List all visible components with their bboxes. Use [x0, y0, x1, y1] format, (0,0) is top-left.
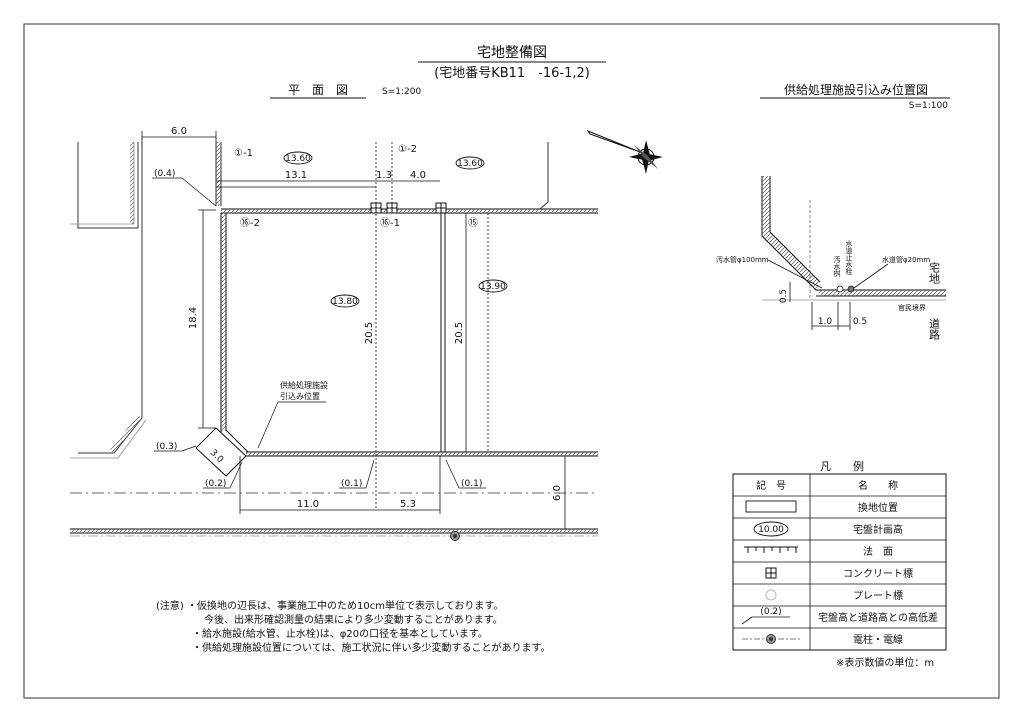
legend-utility-pole-icon: [742, 634, 800, 644]
diff-label-0-2: (0.2): [205, 479, 226, 489]
note-2: 今後、出来形確認測量の結果により多少変動することがあります。: [204, 615, 503, 626]
detail-dim-1: 0.5: [779, 289, 789, 303]
legend-col-name: 名 称: [858, 479, 898, 492]
diff-label-0-1-a: (0.1): [341, 479, 362, 489]
slope-strip: [130, 142, 134, 224]
sheet-border: [23, 23, 1000, 699]
note-1: ・仮換地の辺長は、事業施工中のため10cm単位で表示しております。: [187, 601, 504, 612]
dim-11-0: 11.0: [297, 499, 319, 510]
legend-item-name: プレート標: [853, 589, 903, 602]
lot-label-1-2: ①-2: [398, 144, 417, 155]
plan-view: 6.0 3.0: [70, 126, 598, 541]
dim-5-3: 5.3: [400, 499, 416, 510]
bottom-slope: [246, 452, 598, 456]
sewer-box-icon: [836, 285, 844, 293]
utility-pole-icon: [450, 531, 460, 541]
detail-view: 汚水管φ100mm 水道管φ20mm 汚水桝 水道止水栓 0.5 1.0 0.5…: [716, 176, 946, 341]
left-slope: [221, 213, 226, 431]
legend: 凡 例 記 号 名 称 換地位置 10.00 宅盤計画高 法 面 コンクリート標: [732, 459, 947, 651]
detail-dim-3: 0.5: [853, 317, 867, 327]
unit-note: ※表示数値の単位：m: [836, 658, 935, 669]
legend-diff-sample: (0.2): [760, 607, 781, 617]
north-arrow-icon: [586, 129, 663, 174]
left-road-edge: [77, 142, 139, 229]
boundary-label: 官民境界: [898, 303, 926, 312]
height-label-3: 13.80: [332, 297, 358, 307]
legend-slope-symbol: [744, 546, 798, 553]
lot-label-16-1: ⑯-1: [380, 217, 400, 229]
dim-20-5-b: 20.5: [454, 322, 465, 344]
legend-item-name: 宅盤計画高: [853, 523, 903, 536]
detail-label: 供給処理施設引込み位置図: [784, 82, 928, 97]
drawing-subtitle: (宅地番号KB11 -16-1,2): [434, 66, 590, 81]
road-side-label: 道路: [928, 317, 941, 341]
supply-position-label-2: 引込み位置: [280, 391, 320, 401]
lot-label-1-1: ①-1: [234, 148, 253, 159]
diff-label-0-4: (0.4): [154, 169, 175, 179]
supply-position-label-1: 供給処理施設: [280, 380, 328, 390]
drawing-title: 宅地整備図: [477, 45, 547, 61]
legend-plate-marker-icon: [765, 589, 777, 601]
notes: (注意) ・仮換地の辺長は、事業施工中のため10cm単位で表示しております。 今…: [156, 600, 626, 656]
notes-head: (注意): [156, 601, 184, 612]
legend-item-name: 電柱・電線: [853, 633, 903, 646]
sewer-box-label: 汚水桝: [833, 256, 841, 278]
note-3: ・給水施設(給水管、止水栓)は、φ20の口径を基本としています。: [192, 629, 488, 640]
lot-side-label: 宅地: [928, 261, 941, 284]
legend-item-name: 法 面: [863, 545, 893, 558]
detail-dim-2: 1.0: [818, 317, 833, 327]
lot-label-15: ⑮: [468, 217, 478, 229]
legend-title: 凡 例: [820, 459, 864, 473]
plan-scale: S=1:200: [382, 87, 421, 97]
detail-lot-edge: [761, 176, 946, 291]
plan-label: 平 面 図: [288, 83, 348, 97]
legend-item-name: コンクリート標: [843, 567, 913, 580]
height-label-2: 13.60: [457, 159, 483, 169]
diff-label-0-3: (0.3): [156, 442, 177, 452]
dim-13-1: 13.1: [285, 170, 307, 181]
dim-4-0: 4.0: [410, 170, 426, 181]
note-4: ・供給処理施設位置については、施工状況に伴い多少変動することがあります。: [192, 643, 551, 654]
dim-20-5-a: 20.5: [364, 322, 375, 344]
legend-height-sample: 10.00: [758, 525, 784, 535]
lot-label-16-2: ⑯-2: [240, 217, 260, 229]
water-pipe-label: 水道管φ20mm: [882, 255, 930, 264]
stop-valve-icon: [847, 285, 855, 293]
legend-col-symbol: 記 号: [756, 479, 786, 492]
legend-concrete-marker-icon: [765, 567, 777, 579]
concrete-marker-icon: [370, 202, 447, 214]
diff-label-0-1-b: (0.1): [461, 479, 482, 489]
legend-swap-symbol: [745, 500, 797, 513]
detail-scale: S=1:100: [909, 101, 948, 111]
height-label-1: 13.60: [285, 154, 311, 164]
sewer-pipe-label: 汚水管φ100mm: [716, 255, 769, 264]
legend-item-name: 換地位置: [858, 501, 898, 514]
upper-slope: [221, 209, 598, 213]
legend-item-name: 宅盤高と道路高との高低差: [818, 611, 938, 624]
dim-top-width: 6.0: [171, 126, 187, 137]
dim-18-4: 18.4: [188, 307, 199, 329]
stop-valve-label: 水道止水栓: [845, 239, 853, 276]
height-label-4: 13.90: [480, 282, 506, 292]
dim-1-3: 1.3: [376, 170, 392, 181]
dim-6-0: 6.0: [552, 485, 563, 501]
